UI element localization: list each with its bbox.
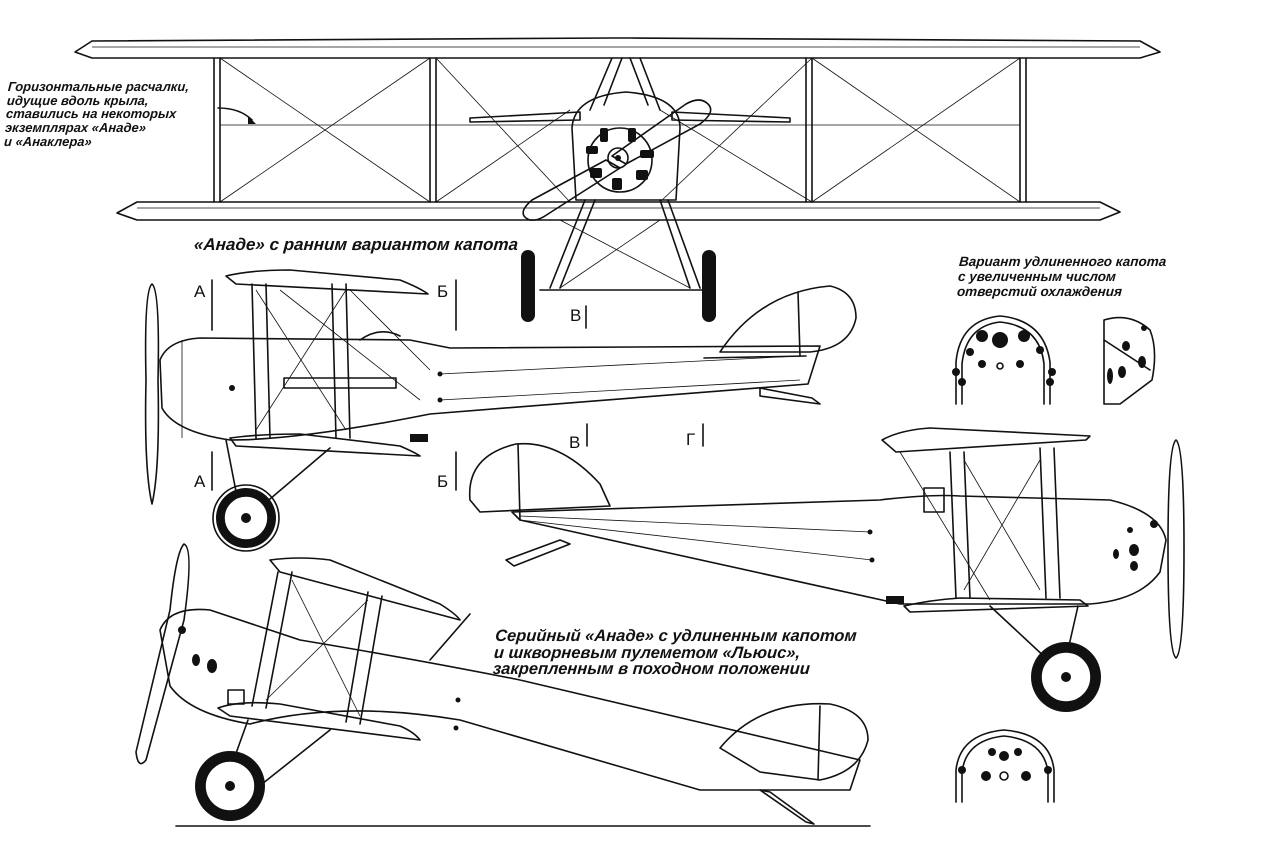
elongated-cowl-caption: Вариант удлиненного капота с увеличенным… [956,254,1167,299]
cowl-detail-front [952,315,1056,405]
section-mark-g: Г [686,430,696,449]
bracing-note: Горизонтальные расчалки, идущие вдоль кр… [3,79,190,149]
section-mark-v-bottom: В [569,433,581,452]
cowl-detail-front-lower [955,729,1055,803]
section-mark-b-bottom: Б [437,472,449,491]
serial-caption: Серийный «Анаде» с удлиненным капотом и … [492,627,858,678]
early-cowl-caption: «Анаде» с ранним вариантом капота [193,235,519,254]
side-view-right [468,427,1185,712]
cowl-detail-side [1103,316,1156,405]
section-mark-a-bottom: А [194,472,206,491]
section-mark-v-top: В [570,306,582,325]
side-view-early-cowl [144,269,857,552]
perspective-view [135,543,871,827]
note-arrowhead [248,116,256,124]
section-mark-b-top: Б [437,282,449,301]
note-arrow [217,107,253,121]
front-view [74,37,1161,322]
section-mark-a-top: А [194,282,206,301]
